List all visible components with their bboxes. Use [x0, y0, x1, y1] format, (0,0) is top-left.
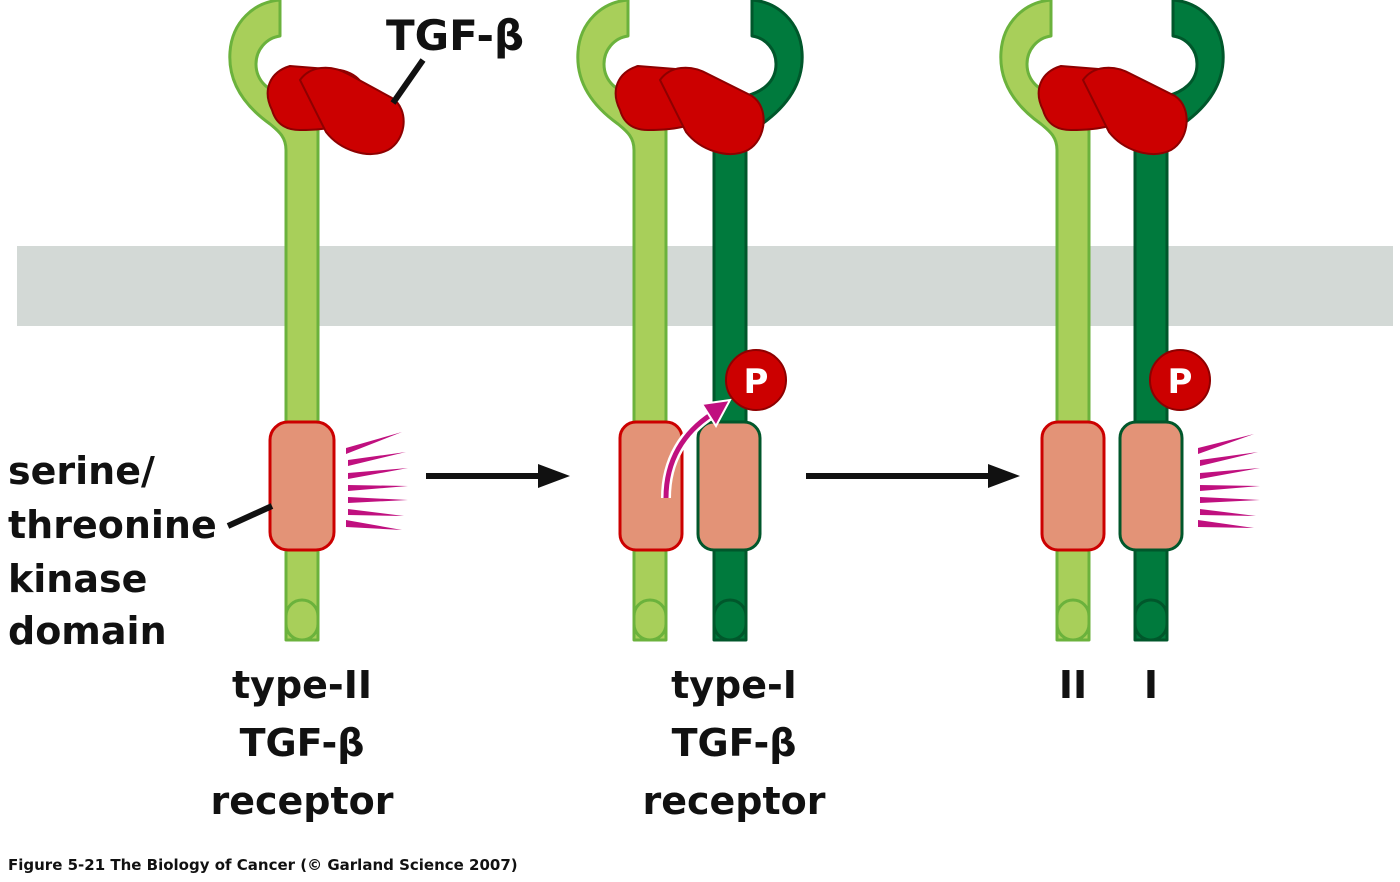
ligand-tgf-beta: [266, 64, 405, 155]
kinase-domain: [268, 420, 336, 552]
phosphate-label: P: [1168, 362, 1193, 402]
type-I-receptor-stalk-cap: [1133, 598, 1169, 642]
receptor-label-line: TGF-β: [240, 721, 365, 765]
activity-rays: [346, 432, 408, 530]
type-I-receptor-label: type-I TGF-β receptor: [642, 663, 825, 823]
panel-3-activated-complex: P: [999, 0, 1260, 642]
phosphate-group: P: [1149, 349, 1211, 411]
panel-1-type-II-receptor: [226, 0, 426, 642]
phosphate-label: P: [744, 362, 769, 402]
receptor-label-line: receptor: [210, 779, 393, 823]
activity-rays: [1198, 434, 1260, 528]
arrow-step-1: [426, 464, 570, 488]
complex-label-II: II: [1059, 663, 1087, 707]
ligand-tgf-beta: [1037, 64, 1188, 155]
kinase-label-line: serine/: [8, 449, 155, 493]
type-II-receptor-stalk-cap: [284, 598, 320, 642]
type-II-receptor-label: type-II TGF-β receptor: [210, 663, 393, 823]
receptor-label-line: TGF-β: [672, 721, 797, 765]
arrow-step-2: [806, 464, 1020, 488]
type-II-receptor-stalk-cap: [1055, 598, 1091, 642]
kinase-label-line: domain: [8, 609, 167, 653]
kinase-domain-label: serine/ threonine kinase domain: [8, 449, 217, 653]
kinase-label-line: threonine: [8, 503, 217, 547]
phosphate-group: P: [725, 349, 787, 411]
receptor-label-line: receptor: [642, 779, 825, 823]
type-I-kinase-domain: [696, 420, 762, 552]
cell-membrane: [17, 246, 1393, 326]
type-II-kinase-domain: [1040, 420, 1106, 552]
panel-2-receptor-complex: P: [576, 0, 804, 642]
kinase-pointer-line: [226, 503, 274, 529]
type-II-receptor-stalk-cap: [632, 598, 668, 642]
type-I-kinase-domain: [1118, 420, 1184, 552]
receptor-label-line: type-II: [232, 663, 372, 707]
ligand-pointer-line: [390, 58, 426, 105]
figure-caption: Figure 5-21 The Biology of Cancer (© Gar…: [8, 856, 518, 874]
complex-label-I: I: [1144, 663, 1158, 707]
receptor-label-line: type-I: [671, 663, 797, 707]
type-I-receptor-stalk-cap: [712, 598, 748, 642]
kinase-label-line: kinase: [8, 557, 147, 601]
ligand-label: TGF-β: [386, 11, 524, 60]
type-II-kinase-domain: [618, 420, 684, 552]
ligand-tgf-beta: [614, 64, 765, 155]
